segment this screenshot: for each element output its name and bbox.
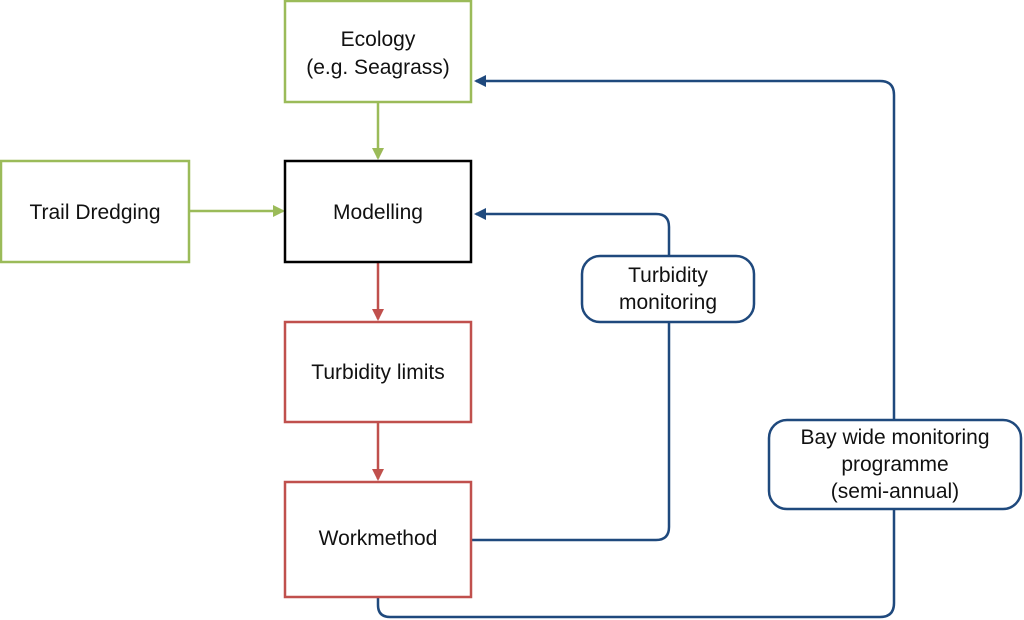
node-trail-dredging-label: Trail Dredging [29,201,160,224]
node-workmethod: Workmethod [283,480,473,599]
node-ecology: Ecology (e.g. Seagrass) [283,0,473,104]
connector-workmethod-to-modelling [471,208,671,542]
node-turbidity-monitoring-line2: monitoring [619,291,717,314]
node-ecology-line1: Ecology [341,28,416,51]
connector-workmethod-to-ecology [376,75,896,619]
node-modelling: Modelling [283,159,473,264]
node-bay-wide-monitoring: Bay wide monitoring programme (semi-annu… [767,418,1023,511]
node-bay-wide-monitoring-line3: (semi-annual) [831,480,959,503]
node-bay-wide-monitoring-line2: programme [841,453,948,476]
node-bay-wide-monitoring-line1: Bay wide monitoring [800,426,989,449]
node-ecology-line2: (e.g. Seagrass) [306,56,450,79]
node-turbidity-monitoring-line1: Turbidity [628,264,708,287]
node-turbidity-limits-label: Turbidity limits [311,361,444,384]
node-modelling-label: Modelling [333,201,423,224]
node-turbidity-limits: Turbidity limits [283,320,473,424]
node-workmethod-label: Workmethod [319,527,438,550]
node-trail-dredging: Trail Dredging [0,159,191,264]
node-turbidity-monitoring: Turbidity monitoring [580,254,756,324]
